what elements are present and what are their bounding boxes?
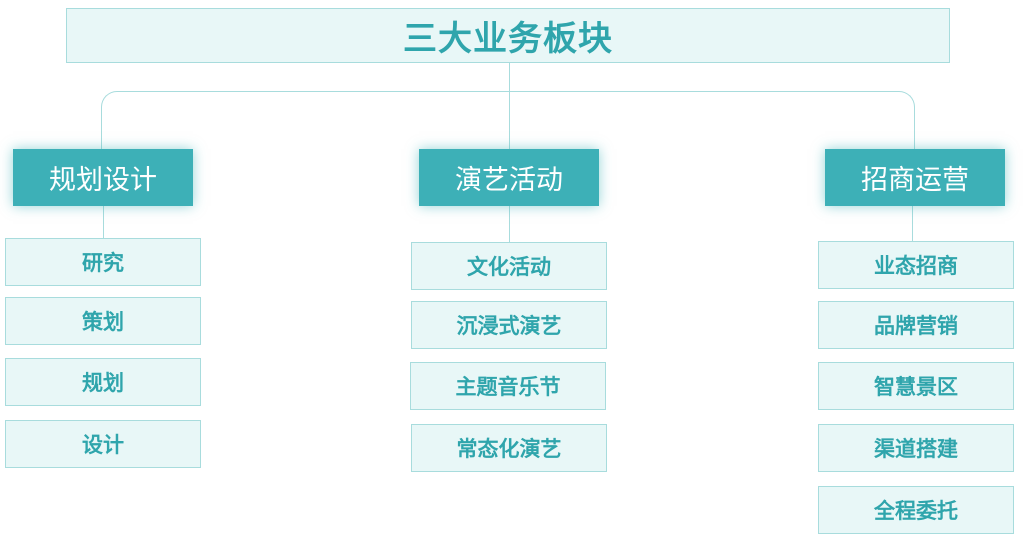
item-research: 研究 bbox=[5, 238, 201, 286]
connector-right bbox=[912, 206, 913, 241]
connector-root bbox=[509, 63, 510, 149]
connector-middle bbox=[509, 206, 510, 242]
item-immersive-performance: 沉浸式演艺 bbox=[411, 301, 607, 349]
connector-bracket bbox=[101, 91, 915, 151]
item-full-entrustment: 全程委托 bbox=[818, 486, 1014, 534]
item-business-leasing: 业态招商 bbox=[818, 241, 1014, 289]
category-planning-design: 规划设计 bbox=[13, 149, 193, 206]
item-brand-marketing: 品牌营销 bbox=[818, 301, 1014, 349]
item-theme-music-festival: 主题音乐节 bbox=[410, 362, 606, 410]
item-planning: 规划 bbox=[5, 358, 201, 406]
item-planning-strategy: 策划 bbox=[5, 297, 201, 345]
item-regular-performance: 常态化演艺 bbox=[411, 424, 607, 472]
item-smart-scenic: 智慧景区 bbox=[818, 362, 1014, 410]
diagram-title: 三大业务板块 bbox=[66, 8, 950, 63]
category-performance-events: 演艺活动 bbox=[419, 149, 599, 206]
item-design: 设计 bbox=[5, 420, 201, 468]
category-investment-operation: 招商运营 bbox=[825, 149, 1005, 206]
item-cultural-events: 文化活动 bbox=[411, 242, 607, 290]
item-channel-building: 渠道搭建 bbox=[818, 424, 1014, 472]
connector-left bbox=[103, 206, 104, 238]
